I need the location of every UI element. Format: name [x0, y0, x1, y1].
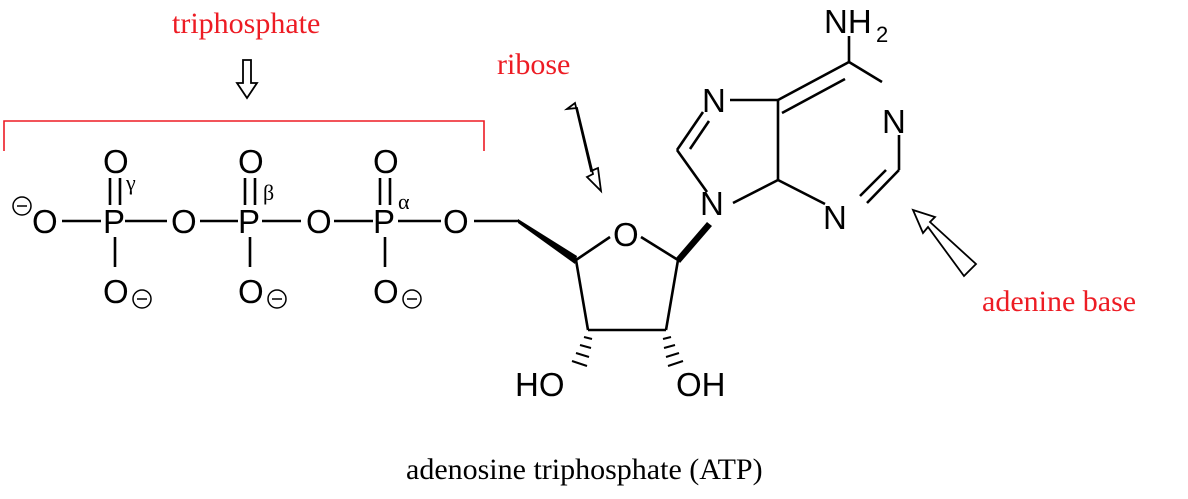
greek-gamma-label: γ — [125, 170, 136, 195]
oxo-oxygen-beta: O — [238, 143, 264, 180]
hydroxyl-right: OH — [676, 366, 726, 403]
adenine-n1: N — [882, 103, 906, 140]
greek-alpha-label: α — [398, 189, 410, 214]
amine-subscript: 2 — [876, 22, 888, 47]
caption: adenosine triphosphate (ATP) — [406, 453, 763, 486]
phosphorus-gamma: P — [103, 203, 125, 240]
ester-oxygen: O — [443, 203, 469, 240]
anionic-oxygen-beta: O — [238, 273, 264, 310]
adenine-arrow-icon — [911, 208, 978, 278]
greek-beta-label: β — [263, 180, 274, 205]
ribose-label: ribose — [497, 48, 570, 81]
anionic-oxygen-gamma: O — [103, 273, 129, 310]
oxo-oxygen-alpha: O — [373, 143, 399, 180]
phosphorus-alpha: P — [373, 203, 395, 240]
adenine-bonds — [675, 36, 901, 206]
adenine-base-label: adenine base — [982, 285, 1136, 318]
triphosphate-label: triphosphate — [172, 7, 320, 40]
adenine-n9: N — [700, 185, 724, 222]
adenine-n7: N — [702, 82, 726, 119]
triphosphate-bracket — [3, 120, 485, 151]
phosphorus-beta: P — [238, 203, 260, 240]
ring-oxygen: O — [613, 216, 639, 253]
terminal-oxygen: O — [32, 203, 58, 240]
bridge-oxygen-beta-alpha: O — [306, 203, 332, 240]
phosphate-chain-bonds — [62, 178, 441, 267]
bridge-oxygen-gamma-beta: O — [171, 203, 197, 240]
ribose-arrow-icon — [563, 101, 603, 194]
adenine-n3: N — [823, 199, 847, 236]
amine-group: NH — [824, 3, 872, 40]
triphosphate-arrow-icon — [235, 59, 259, 100]
ribose-hashed-bonds — [571, 336, 684, 367]
anionic-oxygen-alpha: O — [373, 273, 399, 310]
ribose-bonds — [474, 219, 712, 332]
hydroxyl-left: HO — [515, 366, 565, 403]
oxo-oxygen-gamma: O — [103, 143, 129, 180]
